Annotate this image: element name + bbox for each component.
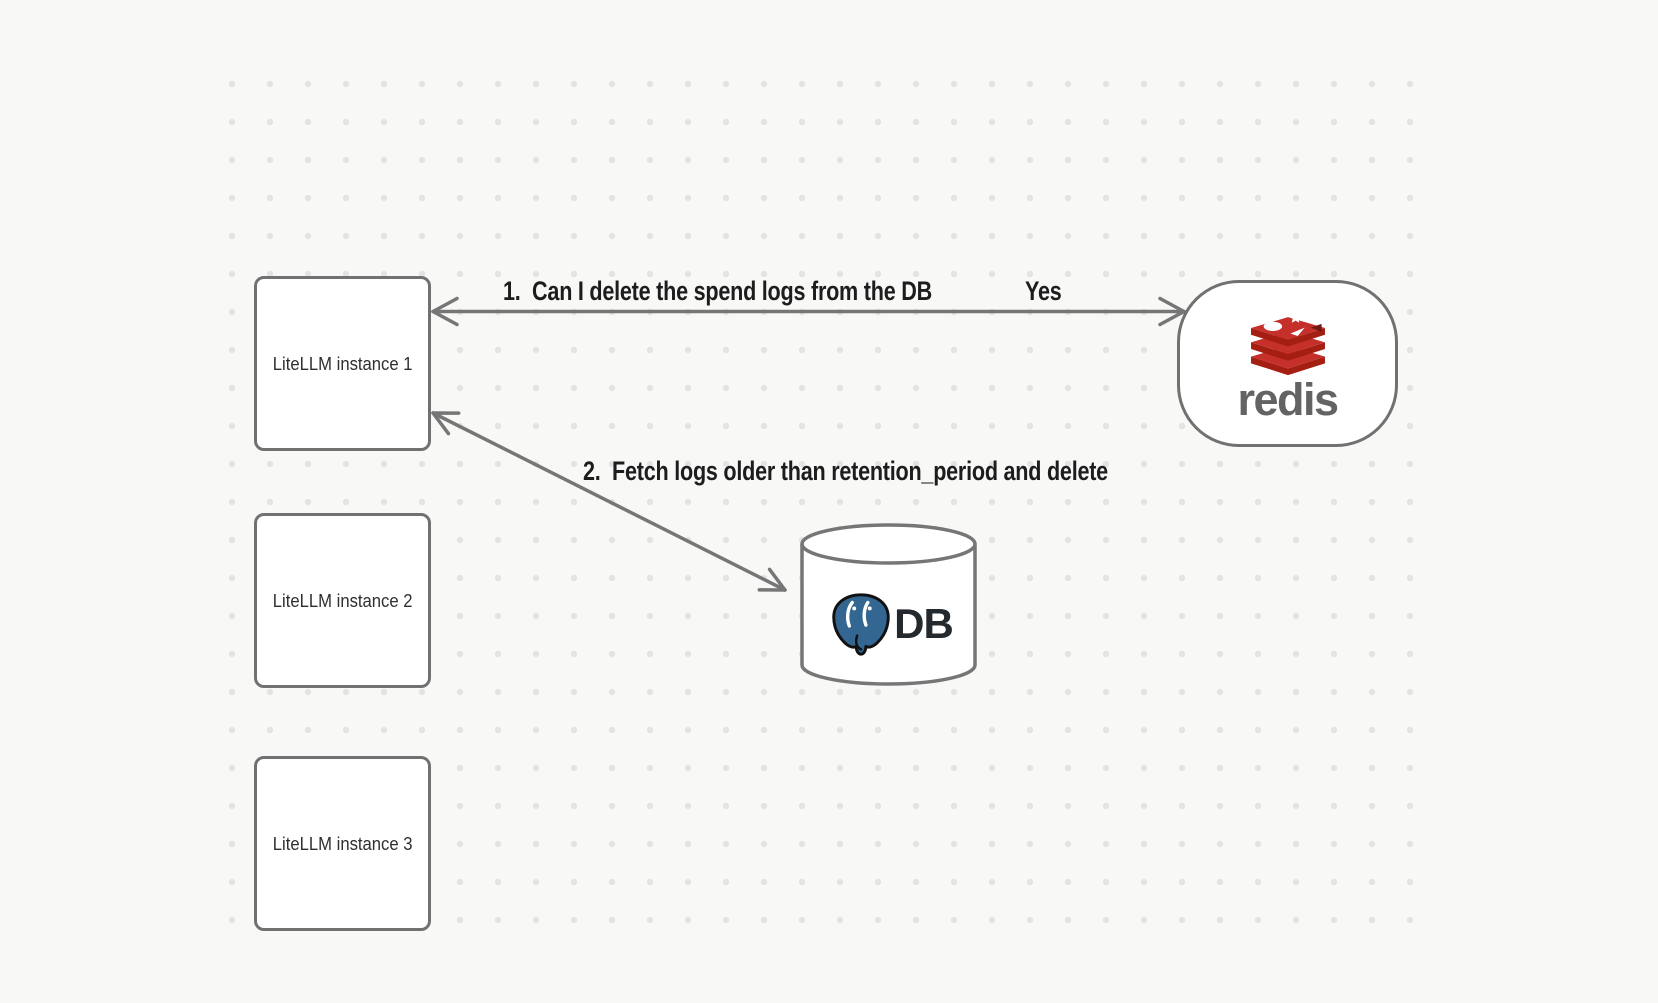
node-litellm-instance-1-label: LiteLLM instance 1 — [272, 352, 413, 374]
node-litellm-instance-2-label: LiteLLM instance 2 — [272, 589, 413, 611]
node-redis[interactable]: redis — [1177, 280, 1398, 447]
edge-label-yes-response[interactable]: Yes — [1025, 276, 1062, 306]
node-litellm-instance-3-label: LiteLLM instance 3 — [272, 832, 413, 854]
node-litellm-instance-1[interactable]: LiteLLM instance 1 — [254, 276, 431, 451]
database-content: DB — [800, 570, 977, 678]
arrow-litellm-db[interactable] — [431, 411, 787, 592]
database-label: DB — [894, 600, 954, 647]
edge-label-fetch-logs[interactable]: 2. Fetch logs older than retention_perio… — [583, 456, 1108, 486]
node-database[interactable]: DB — [800, 522, 977, 687]
node-litellm-instance-2[interactable]: LiteLLM instance 2 — [254, 513, 431, 688]
edge-label-delete-spend-logs[interactable]: 1. Can I delete the spend logs from the … — [503, 276, 932, 306]
redis-logo-icon — [1250, 311, 1325, 375]
redis-wordmark: redis — [1237, 373, 1339, 425]
node-litellm-instance-3[interactable]: LiteLLM instance 3 — [254, 756, 431, 931]
postgresql-elephant-icon — [832, 593, 890, 656]
